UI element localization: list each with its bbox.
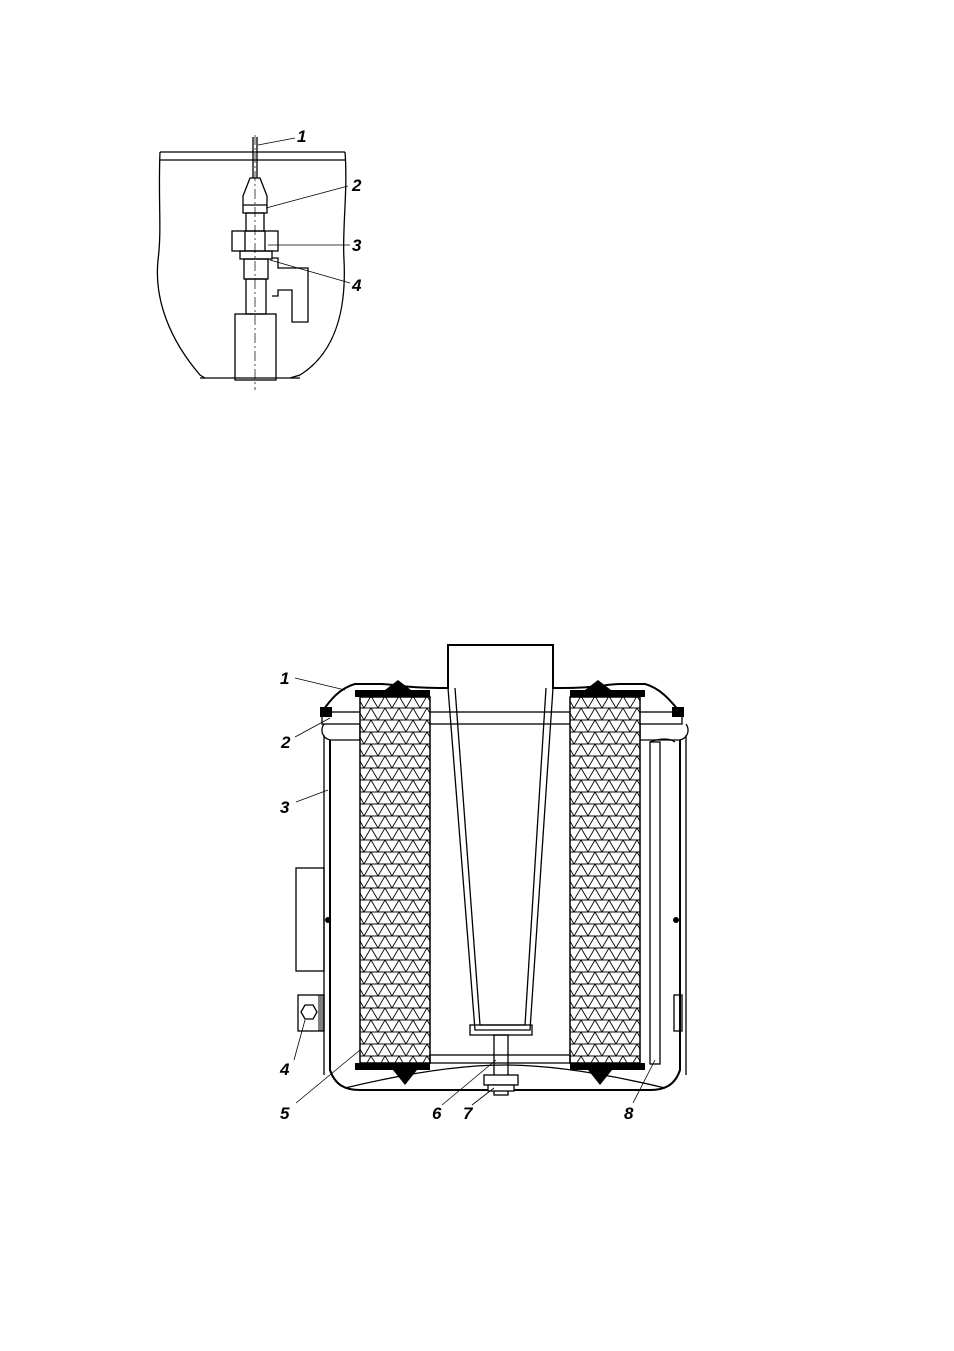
callout-4: 4 <box>279 1060 290 1079</box>
top-pipe <box>235 314 276 380</box>
callout-2: 2 <box>280 733 291 752</box>
top-callout-2: 2 <box>351 176 362 195</box>
callout-5: 5 <box>280 1104 290 1123</box>
callout-6: 6 <box>432 1104 442 1123</box>
top-callout-1: 1 <box>297 127 306 146</box>
filter-element-left <box>360 697 430 1063</box>
side-box <box>296 868 324 971</box>
callout-7: 7 <box>463 1104 474 1123</box>
central-cone <box>448 688 553 1030</box>
center-nut <box>484 1075 518 1085</box>
top-figure: 1 2 3 4 <box>157 127 362 390</box>
callout-3: 3 <box>280 798 290 817</box>
filter-element-right <box>570 697 640 1063</box>
callout-1: 1 <box>280 669 289 688</box>
inner-liner <box>650 742 660 1064</box>
callout-8: 8 <box>624 1104 634 1123</box>
top-washer <box>240 251 272 259</box>
top-housing-outline <box>157 152 345 378</box>
top-bracket <box>272 258 308 322</box>
bottom-figure: 1 2 3 4 5 6 7 8 <box>279 645 688 1123</box>
top-callout-4: 4 <box>351 276 362 295</box>
top-callout-3: 3 <box>352 236 362 255</box>
